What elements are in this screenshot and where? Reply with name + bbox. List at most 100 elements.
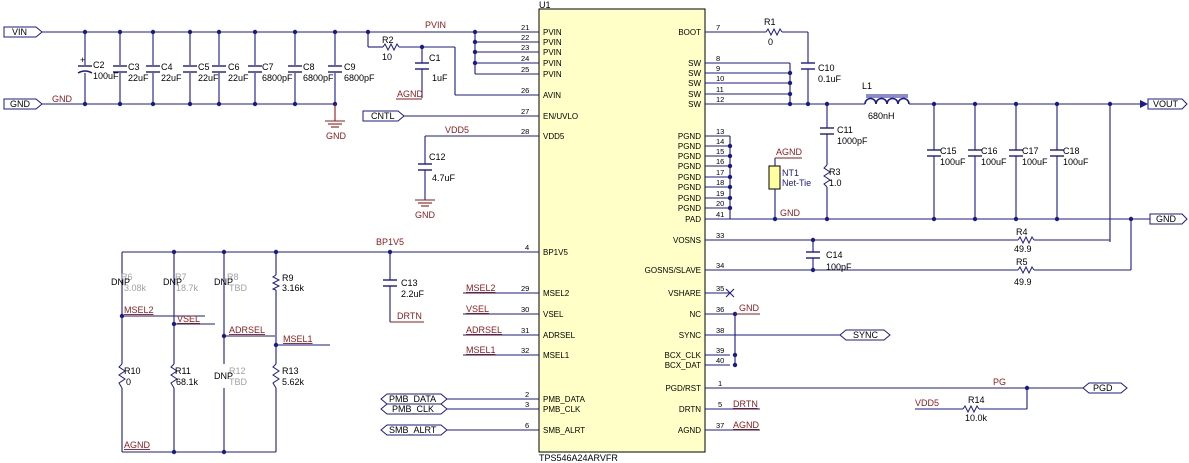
svg-text:8: 8 <box>716 54 720 63</box>
r2-ref: R2 <box>382 35 394 45</box>
pmb-clk-port-label: PMB_CLK <box>392 404 434 414</box>
c13-value: 2.2uF <box>401 289 425 299</box>
svg-text:PGND: PGND <box>678 132 701 141</box>
c4-value: 22uF <box>161 73 182 83</box>
svg-text:DRTN: DRTN <box>679 405 701 414</box>
svg-text:25: 25 <box>521 65 529 74</box>
r6-dnp: DNP <box>111 277 130 287</box>
svg-text:41: 41 <box>716 210 724 219</box>
nt1-ref: NT1 <box>782 168 799 178</box>
svg-text:26: 26 <box>521 86 529 95</box>
svg-text:EN/UVLO: EN/UVLO <box>543 112 578 121</box>
gnd-right-port-label: GND <box>1156 214 1177 224</box>
remote-sense <box>730 235 1131 275</box>
svg-text:PMB_DATA: PMB_DATA <box>543 395 586 404</box>
c5-ref: C5 <box>198 62 210 72</box>
msel2-net-label-left: MSEL2 <box>124 305 154 315</box>
input-capacitor-bank: + <box>77 29 478 107</box>
r2-c1-avin-filter <box>365 29 505 98</box>
c8-value: 6800pF <box>303 73 334 83</box>
c14-ref: C14 <box>826 250 843 260</box>
svg-text:5: 5 <box>718 400 722 409</box>
l1-ref: L1 <box>862 81 872 91</box>
sync-port[interactable] <box>839 329 891 341</box>
svg-text:+: + <box>80 55 85 65</box>
svg-text:36: 36 <box>716 305 724 314</box>
r13-ref: R13 <box>282 366 299 376</box>
nc-sync-bcx <box>730 311 840 368</box>
svg-text:4: 4 <box>525 243 529 252</box>
pgd-port[interactable] <box>1082 382 1128 394</box>
vin-port[interactable] <box>3 26 43 38</box>
svg-text:PVIN: PVIN <box>543 59 562 68</box>
r10-value: 0 <box>126 377 131 387</box>
gnd-net-label-nc: GND <box>739 303 760 313</box>
vin-port-label: VIN <box>12 27 27 37</box>
c11-ref: C11 <box>837 125 853 135</box>
svg-text:38: 38 <box>716 326 724 335</box>
svg-text:MSEL1: MSEL1 <box>543 351 570 360</box>
r13-value: 5.62k <box>282 377 305 387</box>
drtn-agnd-right <box>730 408 760 431</box>
svg-text:27: 27 <box>521 107 529 116</box>
svg-text:9: 9 <box>716 64 720 73</box>
c15-value: 100uF <box>940 157 966 167</box>
nt1-net-tie <box>768 157 802 219</box>
c17-ref: C17 <box>1022 146 1039 156</box>
svg-text:SW: SW <box>688 69 701 78</box>
gnd-left-port[interactable] <box>3 98 43 110</box>
svg-text:SW: SW <box>688 90 701 99</box>
svg-text:PMB_CLK: PMB_CLK <box>543 405 581 414</box>
vdd5-net-label-r14: VDD5 <box>915 398 939 408</box>
c10-ref: C10 <box>818 63 835 73</box>
svg-text:SW: SW <box>688 59 701 68</box>
gnd-right-port[interactable] <box>1149 213 1188 225</box>
agnd-net-label-strap: AGND <box>124 440 151 450</box>
vout-port[interactable] <box>1147 98 1188 110</box>
vsel-net-label-ic: VSEL <box>466 304 489 314</box>
r14-value: 10.0k <box>965 413 988 423</box>
svg-text:30: 30 <box>521 305 529 314</box>
gnd-net-label-pgnd: GND <box>780 208 801 218</box>
svg-text:BOOT: BOOT <box>678 28 701 37</box>
boot-r1-c10 <box>730 27 865 107</box>
svg-text:33: 33 <box>716 231 724 240</box>
svg-text:PGND: PGND <box>678 152 701 161</box>
svg-text:PGND: PGND <box>678 204 701 213</box>
gnd-c12-label: GND <box>415 210 436 220</box>
msel1-net-label-ic: MSEL1 <box>466 345 496 355</box>
svg-text:24: 24 <box>521 54 529 63</box>
c15-ref: C15 <box>940 146 957 156</box>
c2-value: 100uF <box>93 71 119 81</box>
svg-text:SW: SW <box>688 79 701 88</box>
r6-value: 3.08k <box>124 283 147 293</box>
ic-u1-part: TPS546A24ARVFR <box>539 453 618 463</box>
svg-text:AVIN: AVIN <box>543 91 561 100</box>
svg-text:PGND: PGND <box>678 142 701 151</box>
svg-text:22: 22 <box>521 33 529 42</box>
c17-value: 100uF <box>1022 157 1048 167</box>
bp1v5-net-label: BP1V5 <box>376 237 404 247</box>
r14-ref: R14 <box>968 395 985 405</box>
r1-value: 0 <box>768 37 773 47</box>
svg-text:35: 35 <box>716 284 724 293</box>
svg-text:28: 28 <box>521 127 529 136</box>
vdd5-net-label: VDD5 <box>445 125 469 135</box>
r11-value: 68.1k <box>176 377 199 387</box>
strap-resistors <box>118 268 330 455</box>
svg-text:AGND: AGND <box>678 426 701 435</box>
svg-text:11: 11 <box>716 85 724 94</box>
svg-text:PVIN: PVIN <box>543 48 562 57</box>
c18-value: 100uF <box>1063 157 1089 167</box>
gnd-symbol-input-label: GND <box>326 131 347 141</box>
svg-text:7: 7 <box>716 23 720 32</box>
cntl-port[interactable] <box>362 110 405 122</box>
svg-text:15: 15 <box>716 147 724 156</box>
c16-ref: C16 <box>981 146 998 156</box>
adrsel-net-label-ic: ADRSEL <box>466 325 502 335</box>
vout-arrow <box>1140 100 1148 108</box>
c11-value: 1000pF <box>837 136 868 146</box>
r11-ref: R11 <box>175 366 191 376</box>
svg-text:MSEL2: MSEL2 <box>543 289 570 298</box>
